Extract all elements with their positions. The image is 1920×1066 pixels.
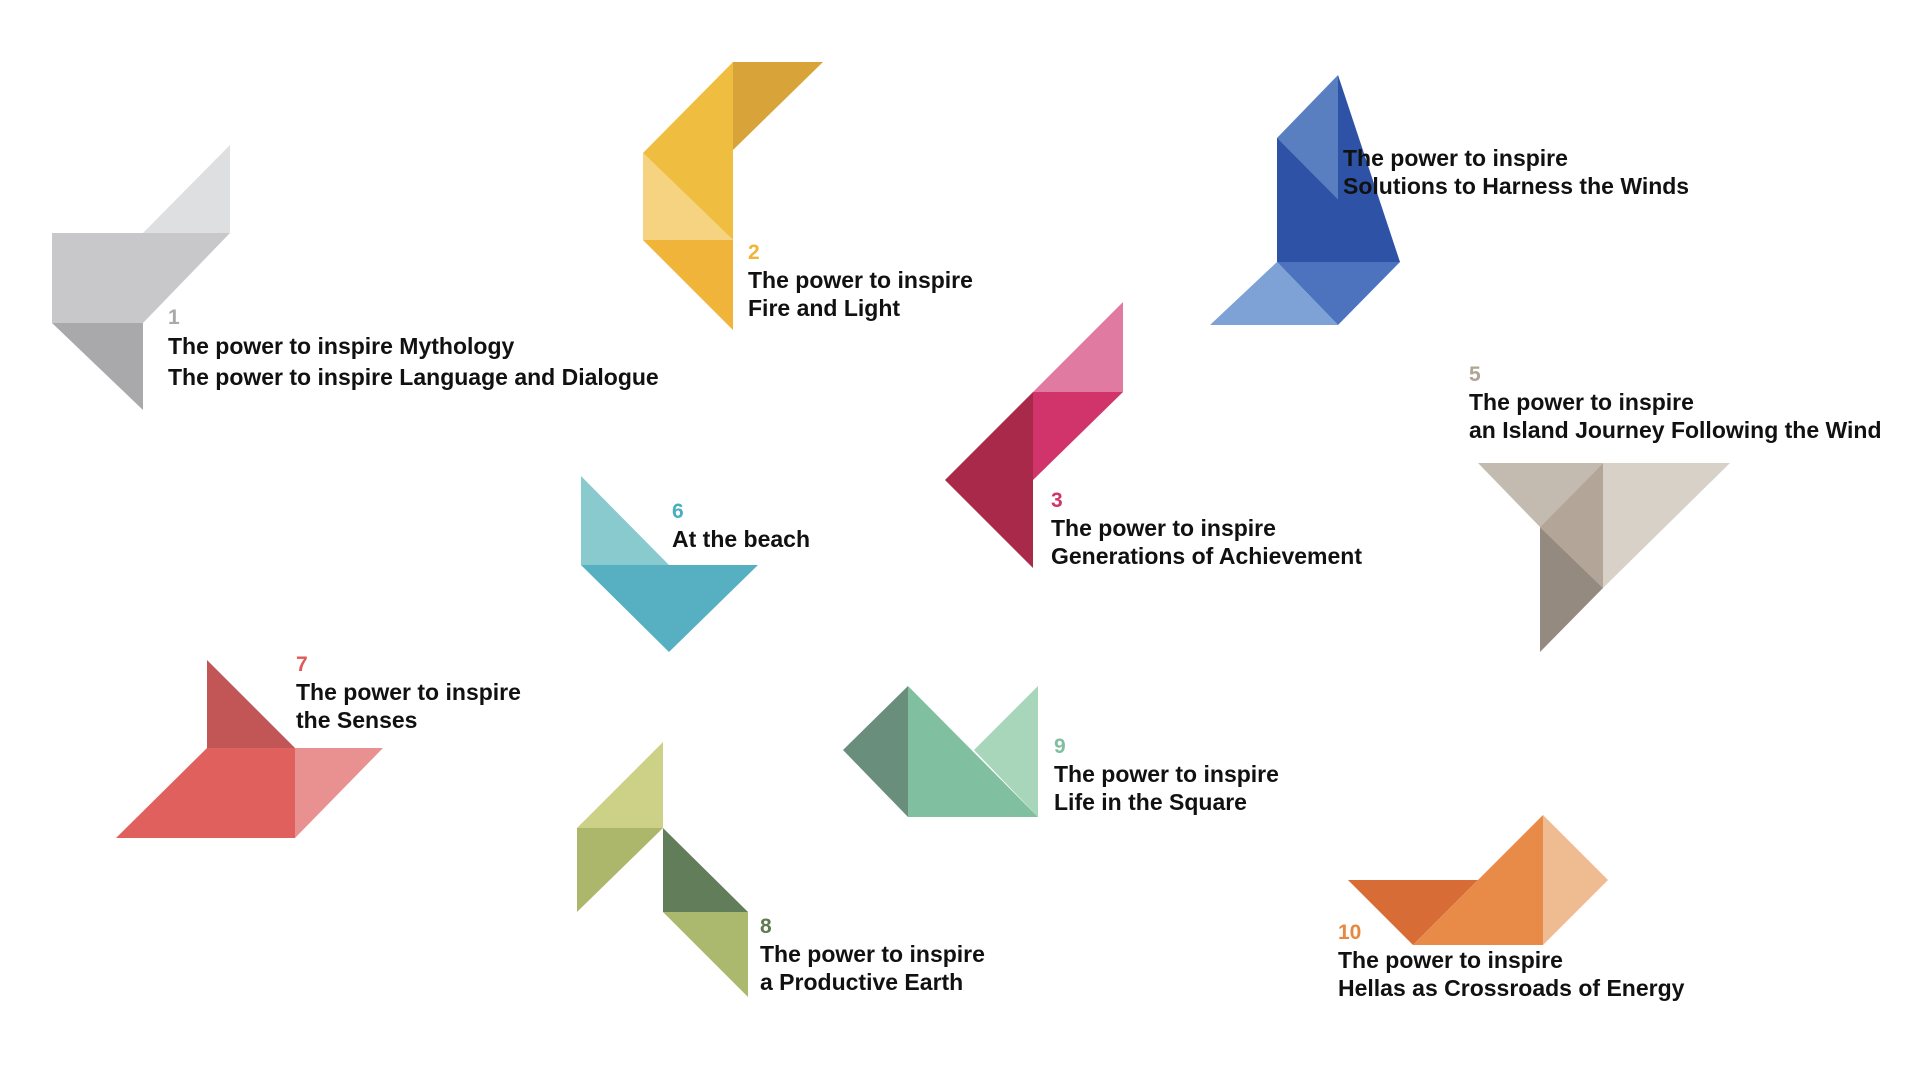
item-title-line-1: The power to inspire: [1343, 145, 1568, 171]
origami-facet: [1277, 138, 1400, 262]
origami-facet: [945, 392, 1033, 568]
shape-7-red-bird: [116, 660, 383, 838]
origami-facet: [643, 153, 733, 240]
origami-facet: [663, 828, 748, 912]
item-title-line-1: The power to inspire: [760, 941, 985, 967]
item-number: 7: [296, 653, 308, 676]
item-title-line-1: At the beach: [672, 526, 811, 552]
item-title-line-2: The power to inspire Language and Dialog…: [168, 364, 659, 390]
item-title-line-1: The power to inspire: [1469, 389, 1694, 415]
origami-facet: [1033, 302, 1123, 392]
item-number: 9: [1054, 735, 1066, 758]
item-number: 5: [1469, 363, 1481, 386]
item-title-line-2: the Senses: [296, 707, 418, 733]
item-6: 6 At the beach: [672, 499, 810, 553]
item-title-line-2: Generations of Achievement: [1051, 543, 1363, 569]
item-7: 7 The power to inspire the Senses: [296, 652, 521, 734]
origami-facet: [1348, 880, 1478, 945]
item-number: 2: [748, 241, 760, 264]
item-title-line-2: Fire and Light: [748, 295, 901, 321]
origami-facet: [974, 686, 1038, 817]
origami-facet: [52, 323, 143, 410]
origami-facet: [643, 240, 733, 330]
item-5: 5 The power to inspire an Island Journey…: [1469, 362, 1882, 444]
item-number: 3: [1051, 489, 1063, 512]
origami-facet: [643, 62, 733, 240]
item-10: 10 The power to inspire Hellas as Crossr…: [1338, 920, 1684, 1002]
origami-facet: [1540, 527, 1603, 652]
origami-facet: [581, 476, 669, 565]
item-title-line-1: The power to inspire: [1054, 761, 1279, 787]
origami-facet: [733, 62, 823, 150]
item-8: 8 The power to inspire a Productive Eart…: [760, 914, 985, 996]
shape-3-crimson-bird: [945, 302, 1123, 568]
shape-8-olive-bird: [577, 742, 748, 997]
item-title-line-1: The power to inspire: [748, 267, 973, 293]
item-title-line-1: The power to inspire: [1051, 515, 1276, 541]
shape-5-taupe-bird: [1478, 463, 1730, 652]
item-title-line-2: Life in the Square: [1054, 789, 1247, 815]
origami-facet: [1277, 262, 1400, 325]
origami-facet: [1413, 815, 1543, 945]
shape-6-teal-bird: [581, 476, 758, 652]
shape-2-yellow-bird: [643, 62, 823, 330]
item-1: 1 The power to inspire Mythology The pow…: [168, 305, 659, 393]
item-4: 4 The power to inspire Solutions to Harn…: [1343, 118, 1689, 200]
item-title-line-2: Hellas as Crossroads of Energy: [1338, 975, 1685, 1001]
origami-facet: [52, 233, 230, 323]
origami-facet: [843, 686, 908, 817]
item-title-line-2: a Productive Earth: [760, 969, 964, 995]
origami-facet: [295, 748, 383, 838]
origami-facet: [1210, 262, 1338, 325]
shape-4-blue-bird: [1210, 75, 1400, 325]
shape-10-orange-bird: [1348, 815, 1608, 945]
origami-facet: [581, 565, 758, 652]
origami-facet: [1033, 392, 1123, 480]
item-title-line-1: The power to inspire: [1338, 947, 1563, 973]
origami-facet: [577, 828, 663, 912]
item-title-line-2: an Island Journey Following the Wind: [1469, 417, 1882, 443]
item-number: 6: [672, 500, 684, 523]
item-title-line-1: The power to inspire Mythology: [168, 333, 515, 359]
origami-facet: [143, 145, 230, 233]
origami-facet: [1540, 463, 1603, 588]
origami-facet: [116, 748, 295, 838]
origami-facet: [1603, 463, 1730, 588]
item-3: 3 The power to inspire Generations of Ac…: [1051, 488, 1362, 570]
origami-facet: [1478, 463, 1603, 527]
item-number: 4: [1343, 119, 1355, 142]
shape-9-mint-bird: [843, 686, 1038, 817]
shape-1-grey-bird: [52, 145, 230, 410]
item-2: 2 The power to inspire Fire and Light: [748, 240, 973, 322]
item-9: 9 The power to inspire Life in the Squar…: [1054, 734, 1279, 816]
item-title-line-2: Solutions to Harness the Winds: [1343, 173, 1690, 199]
item-title-line-1: The power to inspire: [296, 679, 521, 705]
origami-facet: [577, 742, 663, 828]
item-number: 10: [1338, 921, 1362, 944]
origami-facet: [207, 660, 295, 748]
origami-facet: [908, 686, 1038, 817]
item-number: 8: [760, 915, 772, 938]
origami-facet: [1543, 815, 1608, 945]
origami-facet: [663, 912, 748, 997]
item-number: 1: [168, 306, 180, 329]
